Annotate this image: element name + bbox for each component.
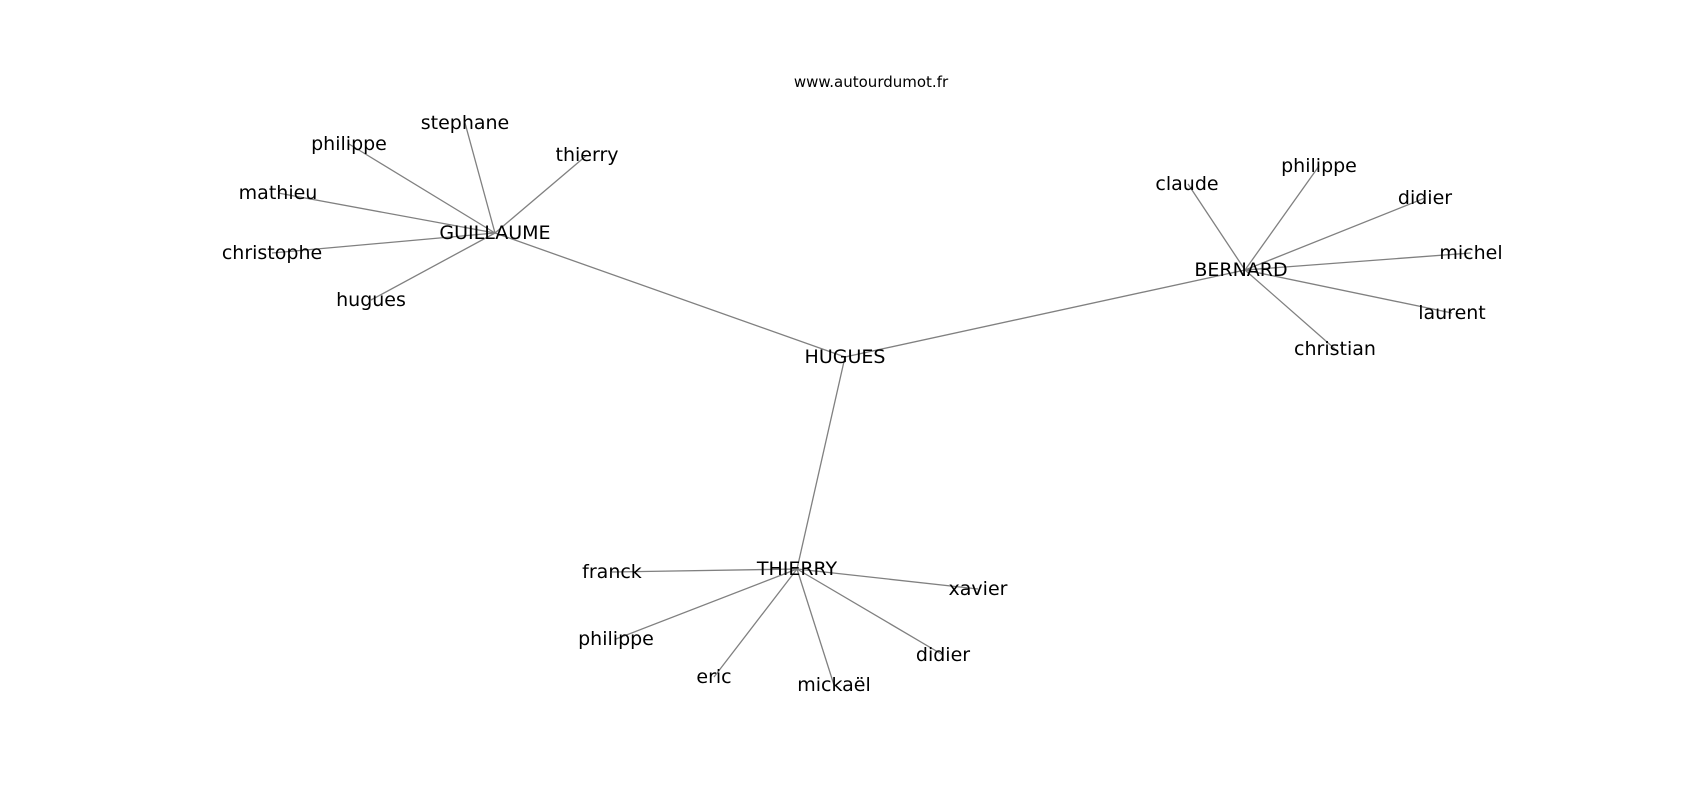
graph-edges (271, 122, 1472, 686)
edge-thierry-didier (796, 568, 944, 656)
node-leaf: didier (1398, 187, 1452, 209)
edge-bernard-laurent (1244, 269, 1453, 314)
node-leaf: philippe (578, 628, 654, 650)
edge-guillaume-thierry (494, 154, 588, 234)
edge-guillaume-christophe (271, 232, 496, 254)
node-hub-bernard: BERNARD (1194, 259, 1287, 281)
node-leaf: xavier (949, 578, 1008, 600)
edge-thierry-eric (713, 568, 798, 678)
edge-thierry-mickael (796, 568, 835, 686)
node-leaf: mickaël (797, 674, 871, 696)
edge-guillaume-philippe (348, 143, 496, 234)
edge-guillaume-hugues (370, 232, 496, 301)
node-leaf: philippe (1281, 155, 1357, 177)
node-hub-thierry: THIERRY (756, 558, 838, 580)
edge-thierry-franck (611, 568, 798, 573)
edge-guillaume-mathieu (277, 192, 496, 234)
edge-bernard-didier (1244, 197, 1426, 271)
node-leaf: franck (582, 561, 642, 583)
edge-thierry-xavier (796, 568, 979, 590)
node-leaf: didier (916, 644, 970, 666)
edge-bernard-philippe (1244, 165, 1320, 271)
edge-center-thierry (796, 356, 846, 570)
edge-bernard-michel (1244, 252, 1472, 271)
edge-center-guillaume (494, 232, 846, 358)
node-leaf: christophe (222, 242, 322, 264)
node-leaf: stephane (421, 112, 510, 134)
edge-thierry-philippe (615, 568, 798, 640)
node-center: HUGUES (805, 346, 886, 368)
graph-labels: www.autourdumot.fr HUGUES GUILLAUME step… (222, 73, 1503, 696)
edge-guillaume-stephane (464, 122, 496, 234)
node-hub-guillaume: GUILLAUME (439, 222, 550, 244)
node-leaf: claude (1155, 173, 1218, 195)
node-leaf: michel (1439, 242, 1502, 264)
node-leaf: hugues (336, 289, 406, 311)
edge-bernard-christian (1244, 269, 1336, 350)
edge-bernard-claude (1187, 183, 1246, 271)
node-leaf: philippe (311, 133, 387, 155)
node-leaf: eric (696, 666, 731, 688)
site-watermark: www.autourdumot.fr (794, 73, 949, 91)
node-leaf: christian (1294, 338, 1376, 360)
node-leaf: thierry (556, 144, 619, 166)
edge-center-bernard (844, 269, 1246, 358)
node-leaf: mathieu (239, 182, 318, 204)
node-leaf: laurent (1418, 302, 1486, 324)
